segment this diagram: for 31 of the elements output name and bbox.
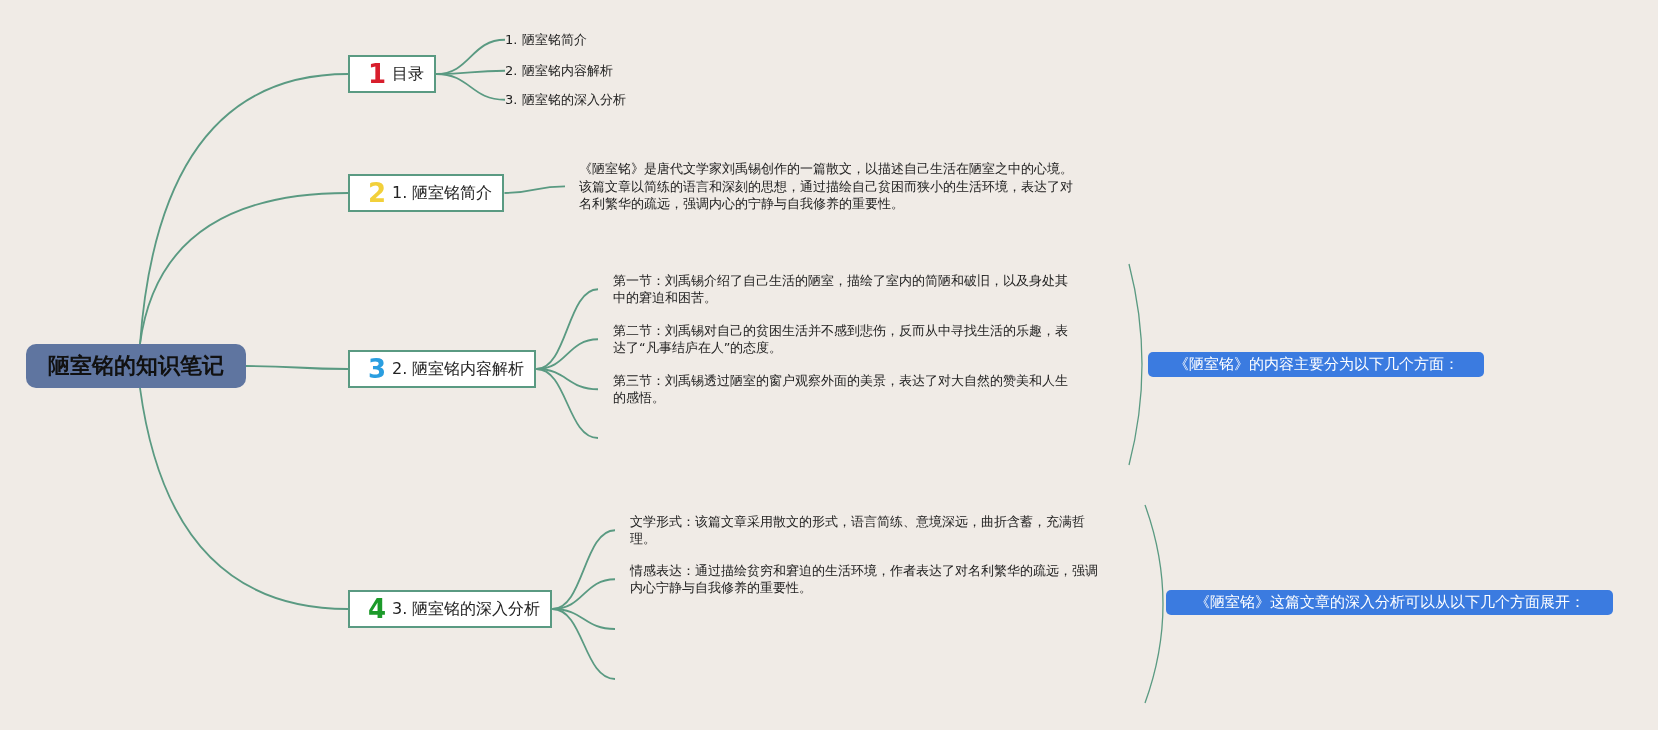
branch-line [435,73,506,101]
topic-label: 3. 陋室铭的深入分析 [392,598,541,620]
topic-text: 3. 陋室铭的深入分析 [505,91,705,109]
branch-line [139,387,349,610]
topic-text: 1. 陋室铭简介 [505,31,705,49]
number-marker: 4 [368,596,387,622]
topic-label: 目录 [392,63,425,85]
topic-label: 2. 陋室铭内容解析 [392,358,525,380]
branch-line [139,192,349,345]
subtopic-text: 第三节：刘禹锡透过陋室的窗户观察外面的美景，表达了对大自然的赞美和人生的感悟。 [598,372,1068,407]
subtopic-text: 文学形式：该篇文章采用散文的形式，语言简练、意境深远，曲折含蓄，充满哲理。 [615,513,1105,548]
branch-line [551,608,616,680]
topic-box [348,350,537,388]
subtopic-text: 第一节：刘禹锡介绍了自己生活的陋室，描绘了室内的简陋和破旧，以及身处其中的窘迫和困苦。 [598,272,1068,307]
branch-line [535,368,599,439]
topic-label: 1. 陋室铭简介 [392,182,493,204]
root-topic: 陋室铭的知识笔记 [26,344,246,388]
number-marker: 2 [368,180,387,206]
topic-text: 2. 陋室铭内容解析 [505,62,705,80]
paragraph-text: 《陋室铭》是唐代文学家刘禹锡创作的一篇散文，以描述自己生活在陋室之中的心境。该篇文章以简练的语言和深刻的思想，通过描绘自己贫困而狭小的生活环境，表达了对名利繁华的疏远，强调内心的宁静与自我修养的重要性。 [565,160,1085,213]
topic-box [348,590,553,628]
number-marker: 1 [368,61,387,87]
number-marker: 3 [368,356,387,382]
subtopic-text: 情感表达：通过描绘贫穷和窘迫的生活环境，作者表达了对名利繁华的疏远，强调内心宁静与自我修养的重要性。 [615,562,1105,597]
topic-box [348,55,437,93]
summary-label: 《陋室铭》的内容主要分为以下几个方面： [1148,352,1484,377]
summary-label: 《陋室铭》这篇文章的深入分析可以从以下几个方面展开： [1166,590,1613,615]
topic-box [348,174,505,212]
branch-line [503,185,566,194]
branch-line [245,365,349,370]
subtopic-text: 第二节：刘禹锡对自己的贫困生活并不感到悲伤，反而从中寻找生活的乐趣，表达了“凡事结庐在人”的态度。 [598,322,1068,357]
